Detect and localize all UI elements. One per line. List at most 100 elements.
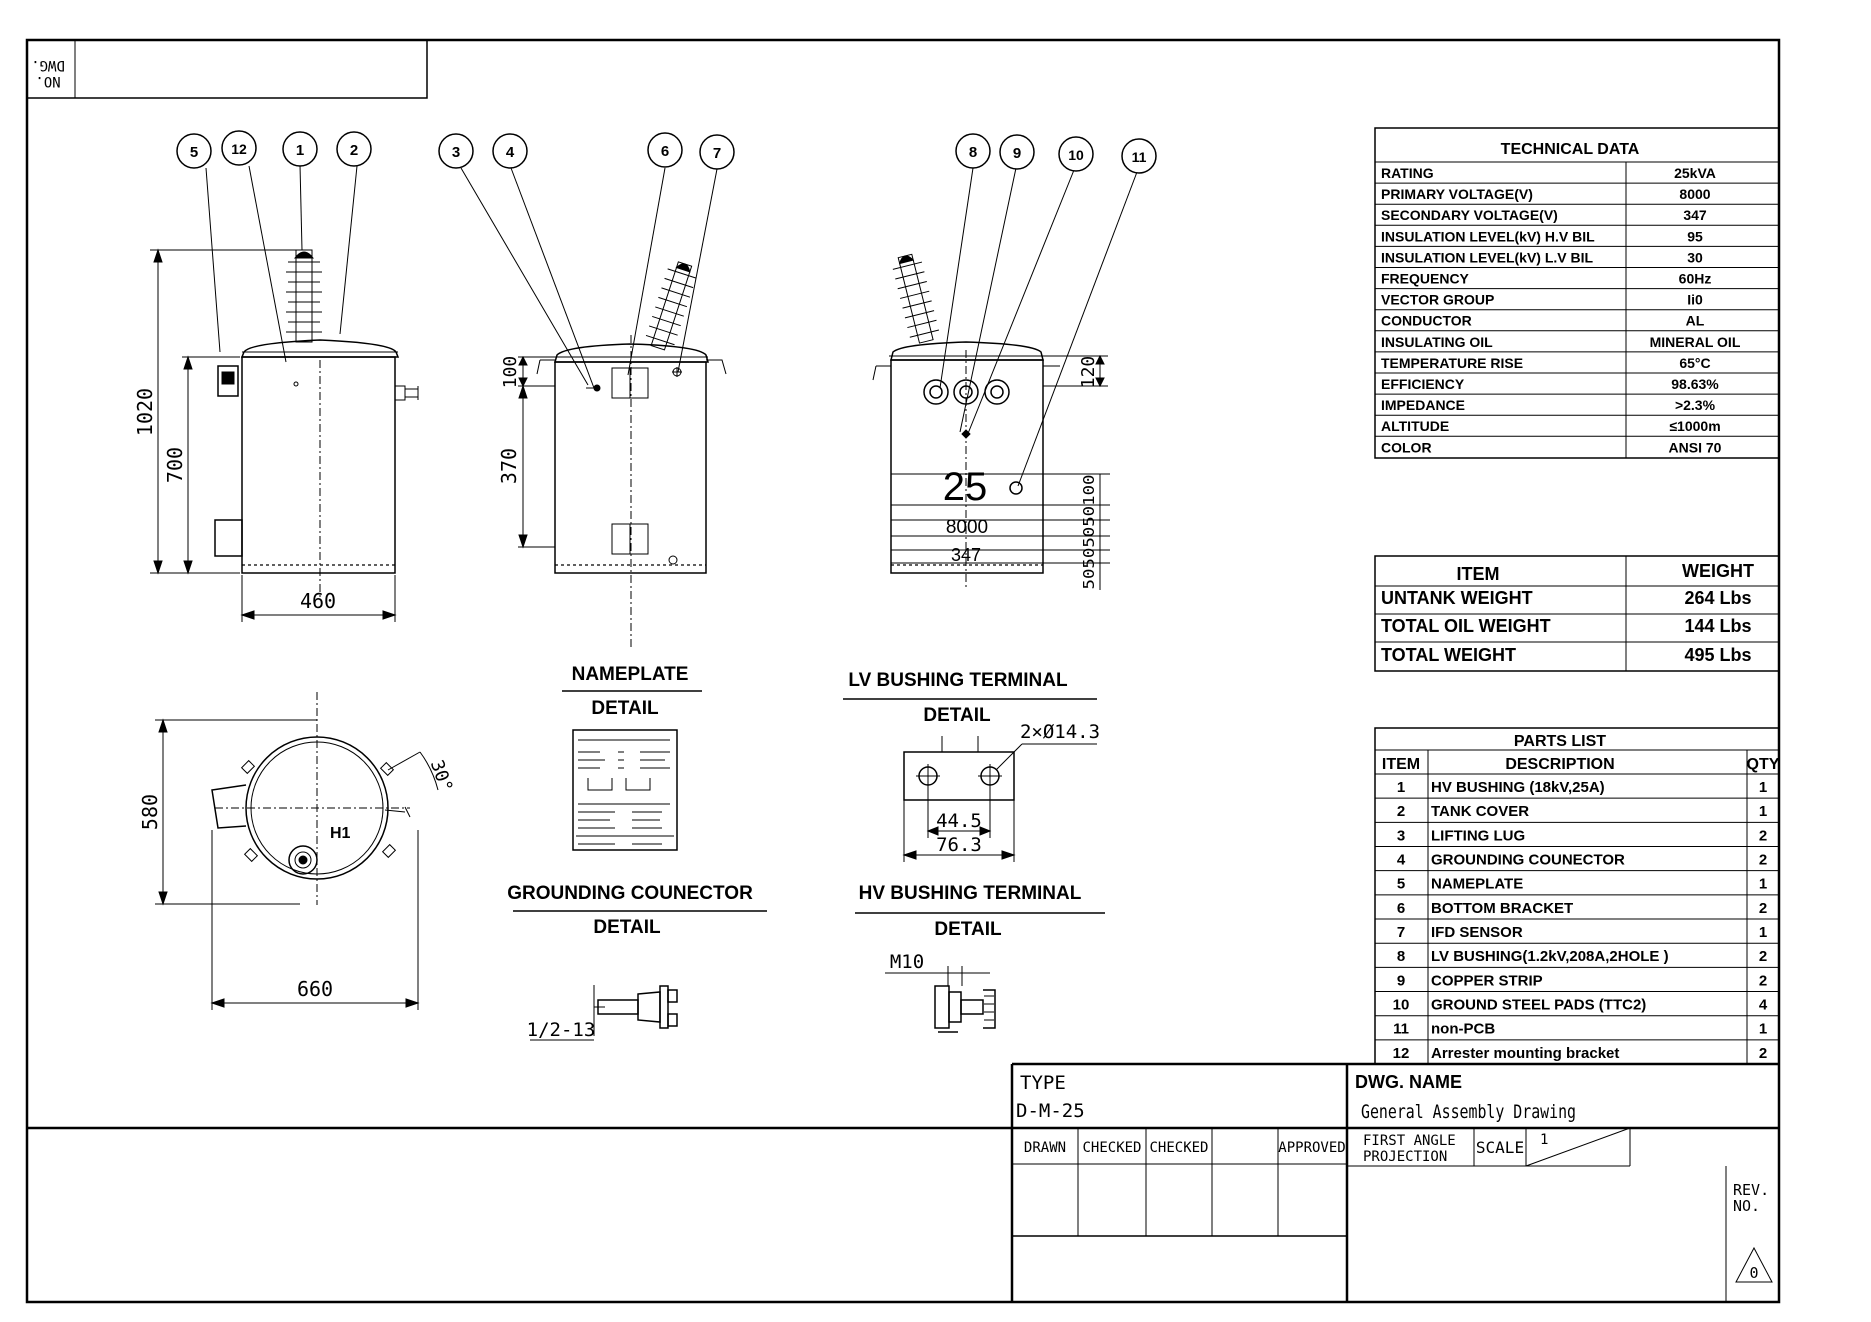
tech-data-value: 8000 [1679, 186, 1710, 202]
tech-data-row: ALTITUDE ≤1000m [1381, 418, 1721, 434]
tech-data-label: INSULATION LEVEL(kV) H.V BIL [1381, 228, 1595, 244]
parts-item-description: COPPER STRIP [1431, 972, 1543, 989]
side-view: 100 370 [497, 261, 727, 650]
tech-data-row: INSULATING OIL MINERAL OIL [1381, 334, 1741, 350]
dim-460: 460 [300, 589, 336, 613]
tech-data-value: 60Hz [1679, 271, 1712, 287]
weight-value: 144 Lbs [1684, 616, 1751, 636]
svg-text:9: 9 [1013, 145, 1021, 162]
parts-item-number: 6 [1397, 900, 1405, 917]
tech-data-value: ≤1000m [1669, 418, 1720, 434]
dim-stack: 50505050100 [1080, 475, 1098, 590]
parts-item-description: non-PCB [1431, 1021, 1495, 1038]
scale-label: SCALE [1476, 1138, 1524, 1157]
dim-660: 660 [297, 977, 333, 1001]
balloon-12: 12 [221, 130, 257, 166]
weight-header-weight: WEIGHT [1682, 561, 1754, 581]
tech-data-value: AL [1686, 313, 1705, 329]
dim-700: 700 [163, 447, 187, 483]
parts-item-qty: 2 [1759, 852, 1767, 869]
tech-data-value: 25kVA [1674, 165, 1716, 181]
dim-120: 120 [1078, 356, 1099, 389]
svg-text:7: 7 [713, 145, 721, 162]
ground-thread: 1/2-13 [527, 1019, 596, 1041]
hv-bushing-terminal-detail: HV BUSHING TERMINAL DETAIL M10 [855, 883, 1105, 1033]
tech-data-label: FREQUENCY [1381, 271, 1470, 287]
bottom-bracket-front [214, 519, 243, 557]
parts-item-number: 11 [1393, 1021, 1409, 1038]
parts-item-number: 12 [1393, 1045, 1410, 1062]
svg-text:12: 12 [231, 141, 247, 157]
tech-data-label: INSULATING OIL [1381, 334, 1493, 350]
grounding-connector-detail: GROUNDING COUNECTOR DETAIL 1/2-13 [507, 883, 767, 1041]
parts-list-row: 6 BOTTOM BRACKET 2 [1397, 900, 1767, 917]
parts-item-description: BOTTOM BRACKET [1431, 900, 1573, 917]
type-label: TYPE [1020, 1072, 1066, 1094]
tank-mark-primary: 8000 [946, 517, 988, 538]
balloon-8: 8 [955, 133, 991, 169]
balloon-1: 1 [282, 131, 318, 167]
drawn-label: DRAWN [1024, 1140, 1066, 1156]
balloon-10: 10 [1058, 136, 1094, 172]
tech-data-row: CONDUCTOR AL [1381, 313, 1705, 329]
tech-data-value: 95 [1687, 228, 1703, 244]
parts-item-number: 7 [1397, 924, 1405, 941]
parts-item-description: LIFTING LUG [1431, 827, 1525, 844]
tech-data-value: ANSI 70 [1669, 439, 1722, 455]
nameplate-detail-sub: DETAIL [591, 698, 659, 719]
projection-line-2: PROJECTION [1363, 1149, 1447, 1165]
checked-label-2: CHECKED [1149, 1140, 1208, 1156]
tech-data-value: MINERAL OIL [1650, 334, 1741, 350]
tech-data-label: TEMPERATURE RISE [1381, 355, 1523, 371]
weight-value: 264 Lbs [1684, 588, 1751, 608]
tech-data-value: >2.3% [1675, 397, 1716, 413]
tank-mark-secondary: 347 [951, 545, 981, 565]
tech-data-label: ALTITUDE [1381, 418, 1449, 434]
parts-item-description: HV BUSHING (18kV,25A) [1431, 779, 1605, 796]
hv-bushing-side [645, 261, 697, 351]
svg-text:10: 10 [1068, 147, 1084, 163]
rear-view: 25 8000 347 120 50505050100 [872, 253, 1110, 590]
tech-data-label: IMPEDANCE [1381, 397, 1465, 413]
tech-data-value: 347 [1683, 207, 1707, 223]
balloon-3: 3 [438, 133, 474, 169]
parts-item-description: LV BUSHING(1.2kV,208A,2HOLE ) [1431, 948, 1669, 965]
weight-value: 495 Lbs [1684, 645, 1751, 665]
svg-text:5: 5 [190, 144, 198, 161]
parts-item-qty: 2 [1759, 827, 1767, 844]
parts-item-number: 8 [1397, 948, 1405, 965]
approved-label: APPROVED [1278, 1140, 1345, 1156]
tech-data-label: INSULATION LEVEL(kV) L.V BIL [1381, 249, 1594, 265]
parts-item-qty: 2 [1759, 900, 1767, 917]
balloon-4: 4 [492, 133, 528, 169]
hv-bushing-rear [892, 253, 940, 344]
revision-triangle-icon [1735, 1246, 1773, 1283]
tech-data-label: CONDUCTOR [1381, 313, 1472, 329]
plan-h1-bushing [288, 845, 318, 875]
rev-label-1: REV. [1733, 1181, 1769, 1199]
dim-100: 100 [500, 356, 521, 389]
lv-dim-76-3: 76.3 [936, 834, 982, 856]
parts-item-description: Arrester mounting bracket [1431, 1045, 1619, 1062]
hv-detail-sub: DETAIL [934, 919, 1002, 940]
weight-header-item: ITEM [1457, 564, 1500, 584]
title-block: TYPE D-M-25 DWG. NAME General Assembly D… [27, 1062, 1779, 1302]
parts-item-qty: 2 [1759, 972, 1767, 989]
